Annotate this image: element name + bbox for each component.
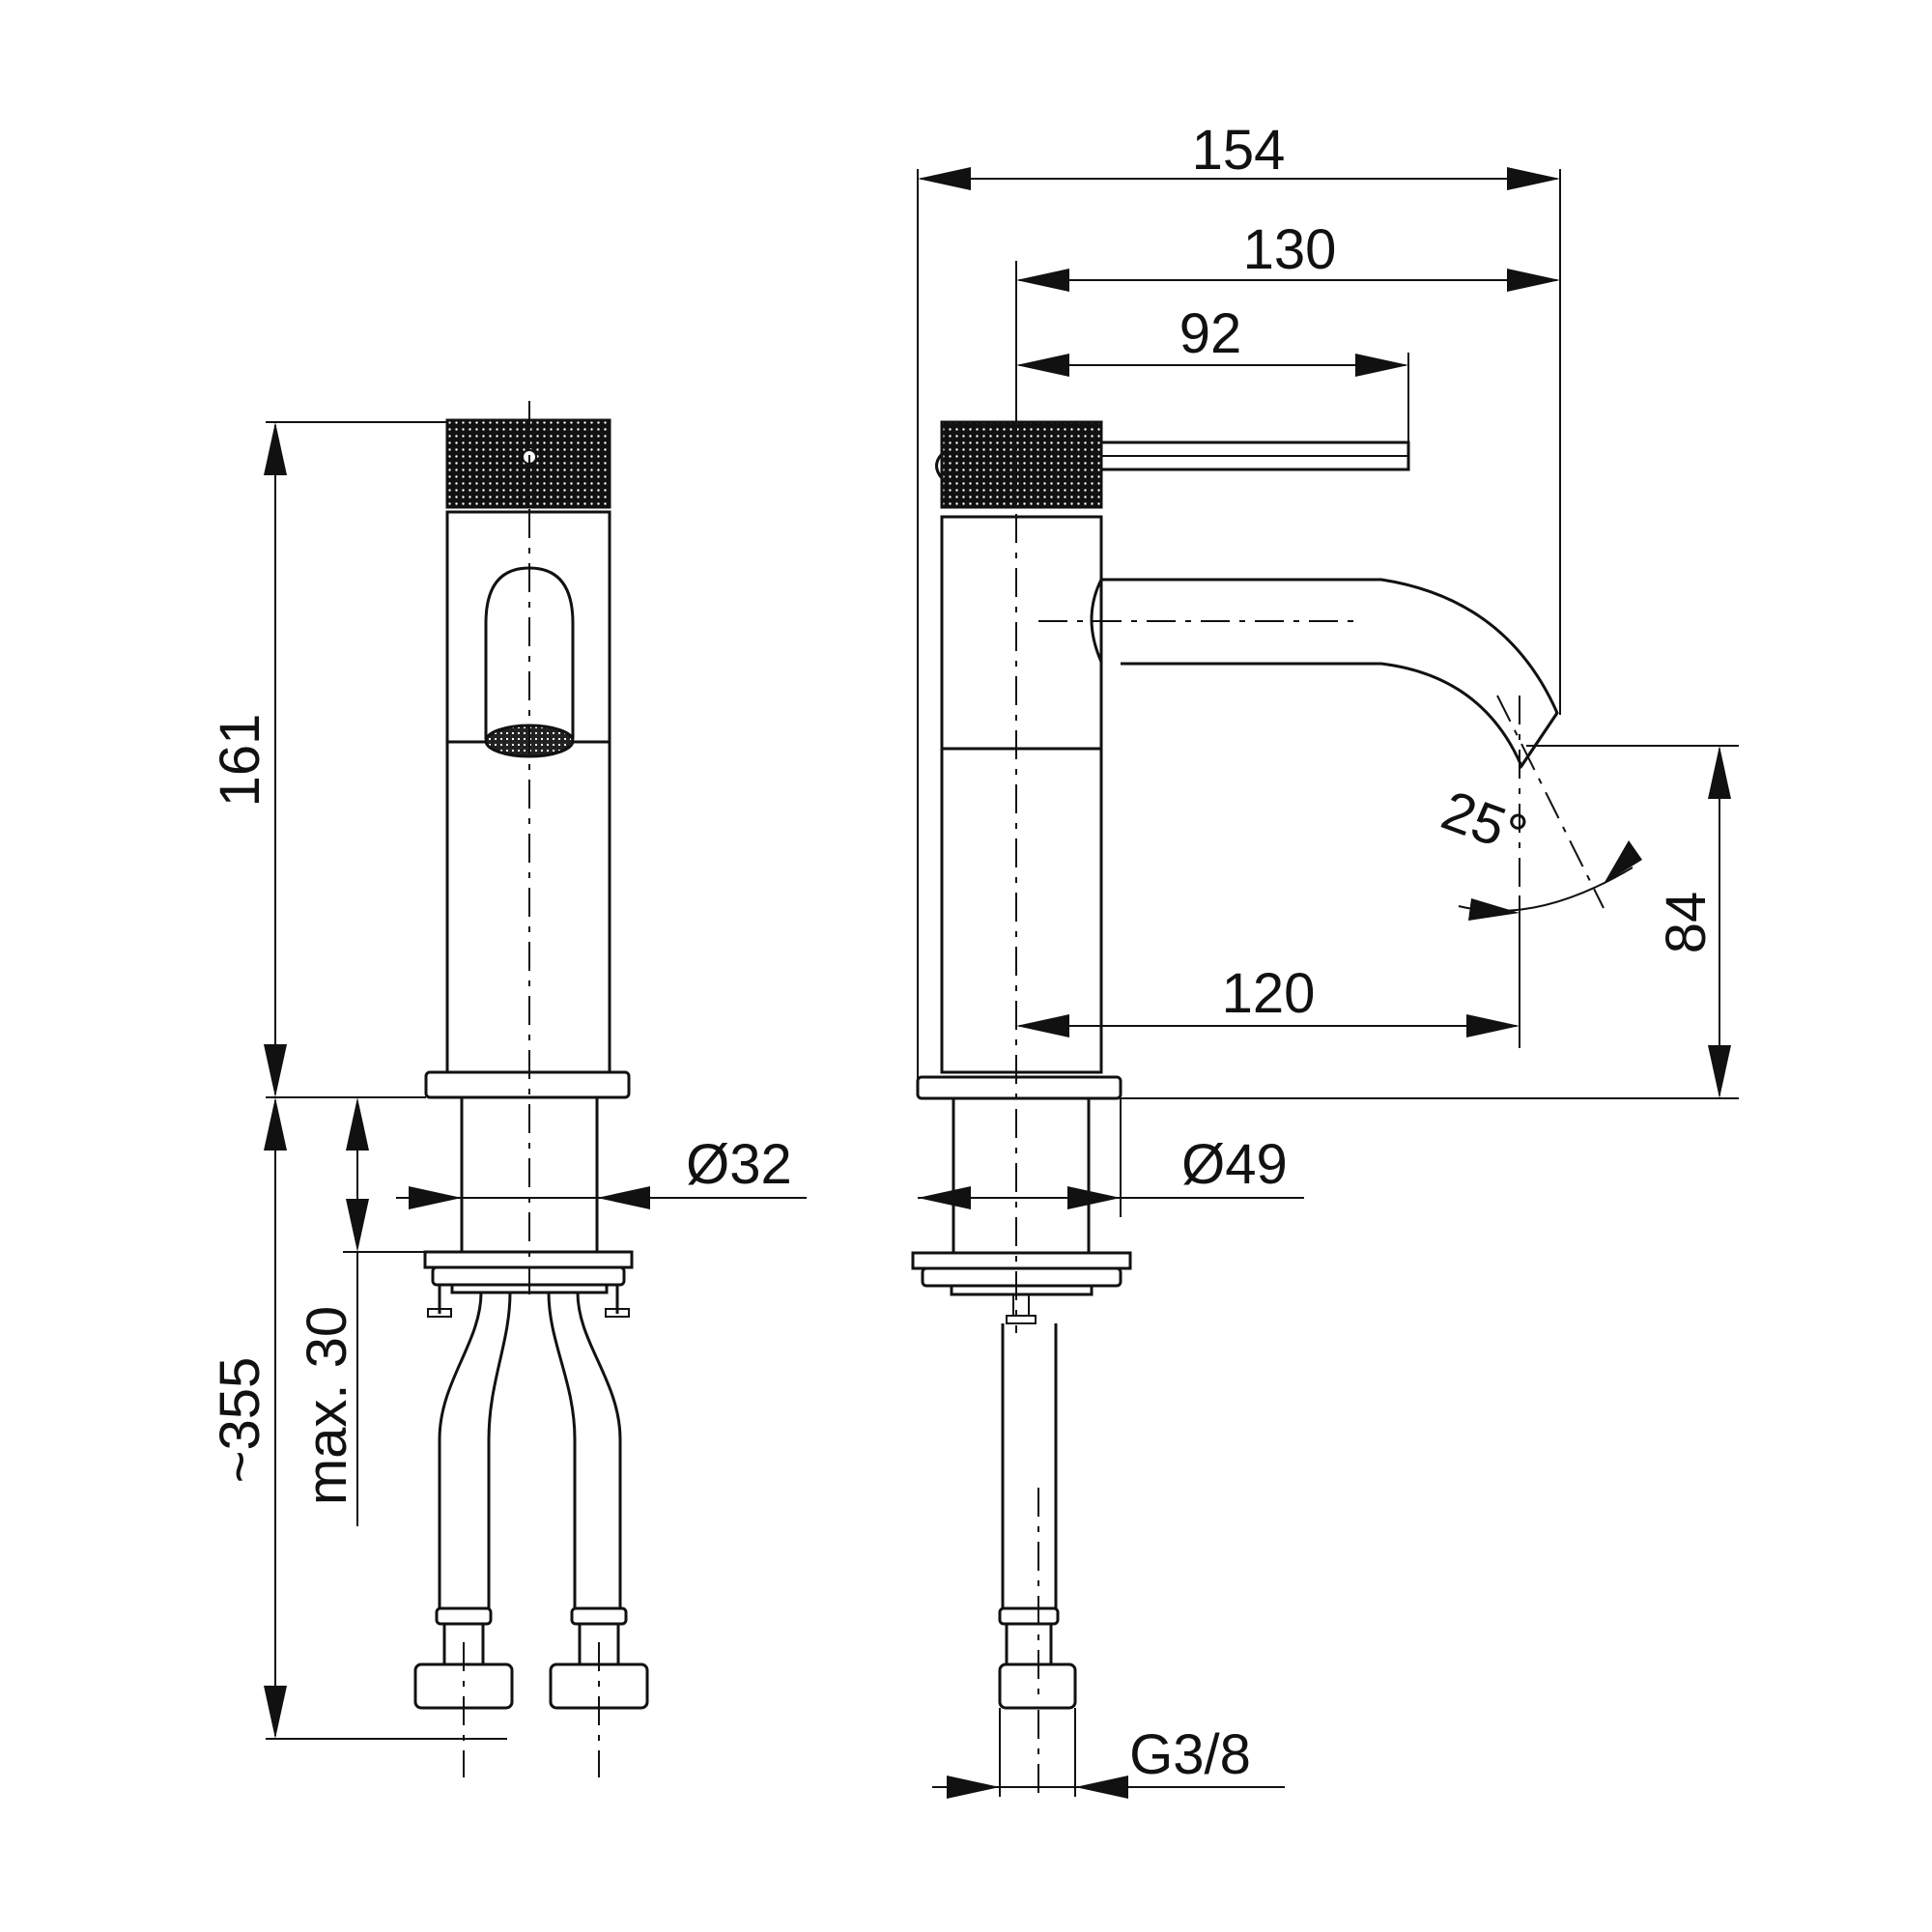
dim-g38: G3/8 xyxy=(1129,1723,1251,1786)
side-spout xyxy=(1090,579,1103,663)
dim-84: 84 xyxy=(1655,892,1718,954)
dim-161: 161 xyxy=(209,714,271,808)
dim-d32: Ø32 xyxy=(686,1133,792,1196)
side-view xyxy=(911,406,1605,1797)
side-base-flange xyxy=(916,1075,1122,1100)
dim-d49: Ø49 xyxy=(1181,1133,1288,1196)
dim-120: 120 xyxy=(1222,962,1316,1025)
front-base-flange xyxy=(424,1070,631,1099)
side-dimensions: 154 130 92 120 25° 84 Ø49 xyxy=(917,119,1739,1799)
front-dimensions: 161 ~355 max. 30 Ø32 xyxy=(209,421,807,1740)
side-knurled-handle xyxy=(940,420,1103,509)
dim-154: 154 xyxy=(1192,119,1286,182)
dim-355: ~355 xyxy=(209,1357,271,1484)
dim-130: 130 xyxy=(1243,218,1337,281)
front-hose-right xyxy=(547,1292,577,1608)
side-mounting-plate xyxy=(911,1251,1132,1270)
front-view xyxy=(413,401,649,1777)
front-hose-left xyxy=(438,1292,483,1608)
dim-92: 92 xyxy=(1179,302,1242,365)
side-body xyxy=(940,515,1103,1074)
dim-max-30: max. 30 xyxy=(296,1306,358,1505)
